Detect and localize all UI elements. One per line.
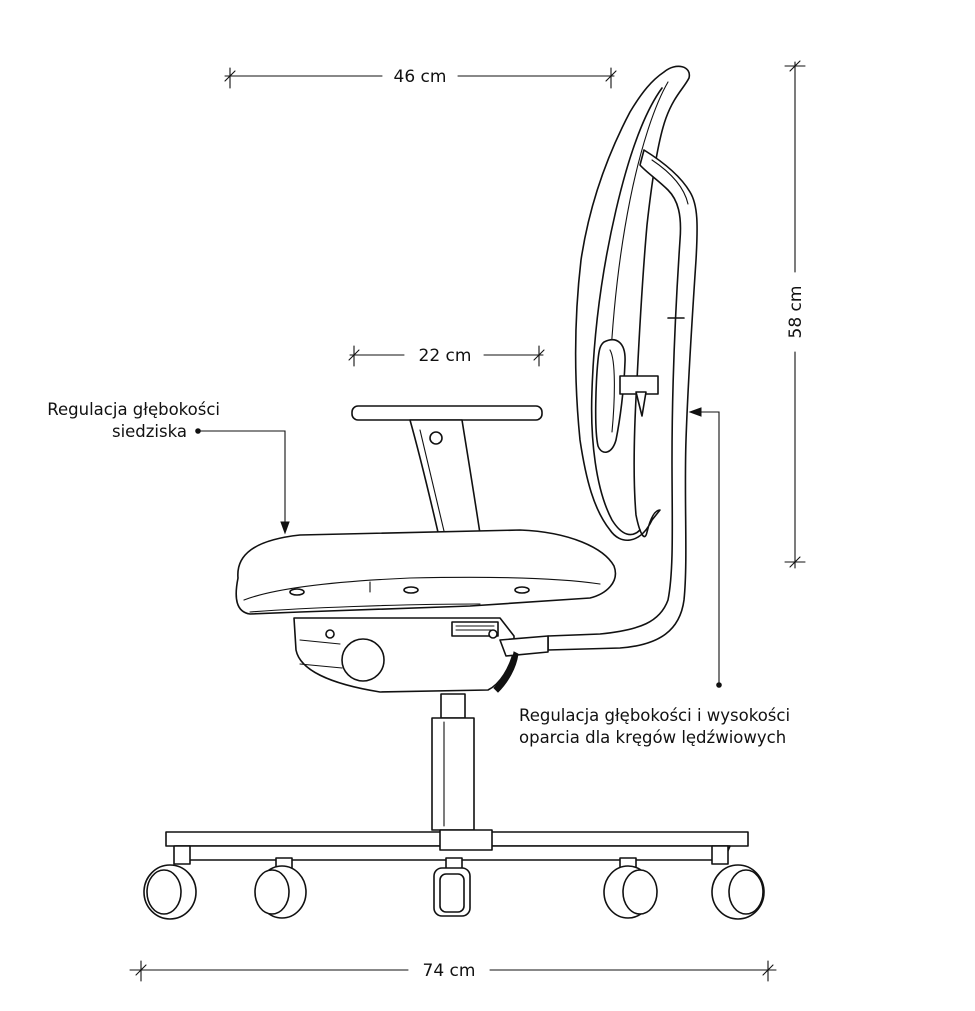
annotation-lumbar: Regulacja głębokości i wysokości oparcia… xyxy=(519,407,790,747)
lumbar-label-line2: oparcia dla kręgów lędźwiowych xyxy=(519,728,786,747)
lumbar-label-line1: Regulacja głębokości i wysokości xyxy=(519,706,790,725)
chair-outline xyxy=(143,65,765,920)
armrest-pad xyxy=(351,405,543,421)
dimension-armrest-width: 22 cm xyxy=(348,345,545,367)
dimension-base-width: 74 cm xyxy=(129,960,777,982)
caster-1 xyxy=(143,845,197,920)
caster-2 xyxy=(254,857,307,919)
dimension-label-74: 74 cm xyxy=(423,961,476,981)
tension-knob xyxy=(341,638,385,682)
caster-5 xyxy=(711,845,765,920)
dimension-label-22: 22 cm xyxy=(419,346,472,366)
seat-depth-label-line1: Regulacja głębokości xyxy=(47,400,220,419)
gas-lift-top xyxy=(440,693,466,719)
gas-lift-column xyxy=(431,717,475,831)
dimension-label-58: 58 cm xyxy=(786,286,806,339)
caster-3 xyxy=(433,857,471,917)
seat-cushion xyxy=(235,529,617,615)
dimension-backrest-height: 58 cm xyxy=(784,60,806,569)
annotation-seat-depth: Regulacja głębokości siedziska xyxy=(47,400,290,535)
seat-depth-arrow-icon xyxy=(280,521,290,535)
seat-depth-label-line2: siedziska xyxy=(112,422,187,441)
dimension-backrest-depth: 46 cm xyxy=(224,67,617,89)
lumbar-pad xyxy=(594,338,626,453)
lumbar-arrow-icon xyxy=(688,407,702,417)
lumbar-knob xyxy=(635,391,647,417)
caster-4 xyxy=(603,857,658,919)
dimension-label-46: 46 cm xyxy=(394,67,447,87)
